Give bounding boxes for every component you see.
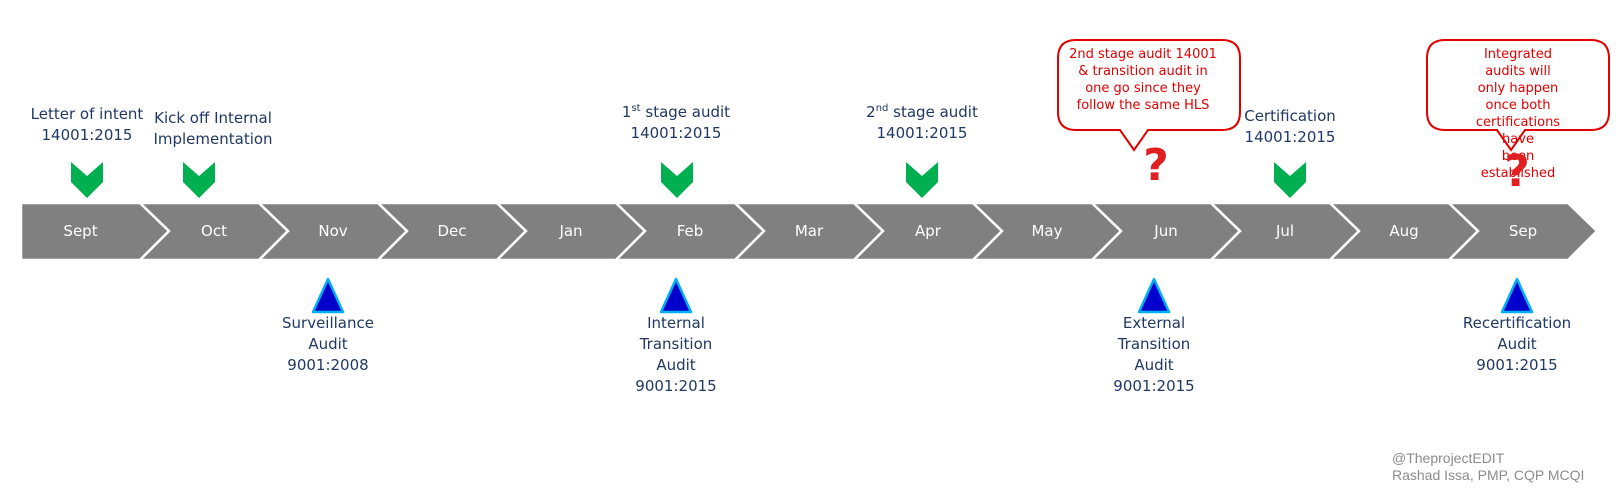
callout-bubbles [1057, 39, 1610, 152]
milestone-kick-off: Kick off Internal Implementation [153, 108, 272, 150]
milestone-label: 14001:2015 [630, 124, 722, 142]
callout-line: follow the same HLS [1076, 98, 1210, 113]
milestone-label: 14001:2015 [41, 126, 133, 144]
milestone-markers [71, 162, 1534, 314]
month-label: Oct [201, 222, 227, 240]
green-chevron-down-icon [71, 162, 103, 198]
milestone-label: Surveillance [282, 314, 374, 332]
red-question-mark-icon: ? [1504, 146, 1530, 197]
milestone-label: 9001:2015 [1476, 356, 1558, 374]
milestone-letter-of-intent: Letter of intent 14001:2015 [31, 104, 144, 146]
milestone-label: Recertification [1462, 314, 1572, 332]
credit-author: Rashad Issa, PMP, CQP MCQI [1392, 467, 1585, 483]
ordinal-number: 2 [866, 103, 876, 121]
milestone-internal-transition-audit: Internal Transition Audit 9001:2015 [635, 313, 716, 397]
milestone-surveillance-audit: Surveillance Audit 9001:2008 [282, 313, 374, 376]
milestone-label: Audit [308, 335, 348, 353]
month-label: Nov [318, 222, 347, 240]
milestone-external-transition-audit: External Transition Audit 9001:2015 [1113, 313, 1194, 397]
callout-jun-text: 2nd stage audit 14001 & transition audit… [1069, 46, 1217, 114]
green-chevron-down-icon [661, 162, 693, 198]
milestone-label: Letter of intent [30, 105, 144, 123]
milestone-label: Certification [1244, 107, 1336, 125]
green-chevron-down-icon [906, 162, 938, 198]
credit-handle: @TheprojectEDIT [1392, 450, 1505, 466]
ordinal-suffix: st [631, 103, 641, 114]
ordinal-suffix: nd [875, 103, 889, 114]
milestone-label: 14001:2015 [1244, 128, 1336, 146]
ordinal-number: 1 [621, 103, 632, 121]
month-label: Apr [915, 222, 942, 240]
blue-triangle-up-icon [659, 277, 693, 314]
milestone-label: 9001:2008 [287, 356, 369, 374]
callout-bubble [1426, 39, 1610, 152]
month-label: Sept [63, 222, 97, 240]
callout-line: been established [1480, 149, 1556, 181]
red-question-mark-icon: ? [1143, 140, 1169, 191]
month-label: Mar [795, 222, 824, 240]
month-label: Jun [1153, 222, 1177, 240]
stage-text: stage audit [888, 103, 978, 121]
callout-sep-text: Integrated audits will only happen once … [1465, 46, 1571, 182]
milestone-label: 1st stage audit [622, 102, 730, 123]
callout-line: 2nd stage audit 14001 [1069, 47, 1217, 62]
milestone-label: 9001:2015 [1113, 377, 1195, 395]
callout-line: one go since they [1085, 81, 1201, 96]
month-label: Aug [1389, 222, 1418, 240]
month-label: Feb [677, 222, 704, 240]
callout-line: Integrated audits will [1483, 47, 1553, 79]
green-chevron-down-icon [1274, 162, 1306, 198]
milestone-label: Transition [1117, 335, 1191, 353]
month-label: Dec [437, 222, 466, 240]
milestone-second-stage-audit: 2nd stage audit 14001:2015 [866, 102, 978, 144]
milestone-first-stage-audit: 1st stage audit 14001:2015 [622, 102, 730, 144]
blue-triangle-up-icon [311, 277, 345, 314]
month-chevron [1445, 201, 1599, 262]
milestone-label: 14001:2015 [876, 124, 968, 142]
milestone-recertification-audit: Recertification Audit 9001:2015 [1463, 313, 1571, 376]
milestone-label: Transition [639, 335, 713, 353]
month-label: Sep [1509, 222, 1537, 240]
callout-bubble [1057, 39, 1241, 152]
milestone-certification: Certification 14001:2015 [1244, 106, 1336, 148]
month-label: May [1031, 222, 1062, 240]
milestone-label: Internal [647, 314, 705, 332]
callout-line: only happen once both [1477, 81, 1559, 113]
milestone-label: Audit [656, 356, 696, 374]
milestone-label: Audit [1497, 335, 1537, 353]
month-label: Jan [558, 222, 582, 240]
callout-line: & transition audit in [1078, 64, 1208, 79]
stage-text: stage audit [640, 103, 731, 121]
milestone-label: Kick off Internal [154, 109, 272, 127]
milestone-label: Audit [1134, 356, 1174, 374]
blue-triangle-up-icon [1500, 277, 1534, 314]
milestone-label: 2nd stage audit [866, 102, 978, 123]
milestone-label: External [1122, 314, 1186, 332]
month-label: Jul [1275, 222, 1294, 240]
month-chevrons: Sept Oct Nov Dec Jan Feb Mar Apr May Jun Jul Aug Sep [19, 201, 1599, 262]
callout-line: certifications have [1475, 115, 1561, 147]
milestone-label: 9001:2015 [635, 377, 717, 395]
milestone-label: Implementation [153, 130, 273, 148]
credit: @TheprojectEDIT Rashad Issa, PMP, CQP MC… [1392, 450, 1584, 484]
blue-triangle-up-icon [1137, 277, 1171, 314]
green-chevron-down-icon [183, 162, 215, 198]
